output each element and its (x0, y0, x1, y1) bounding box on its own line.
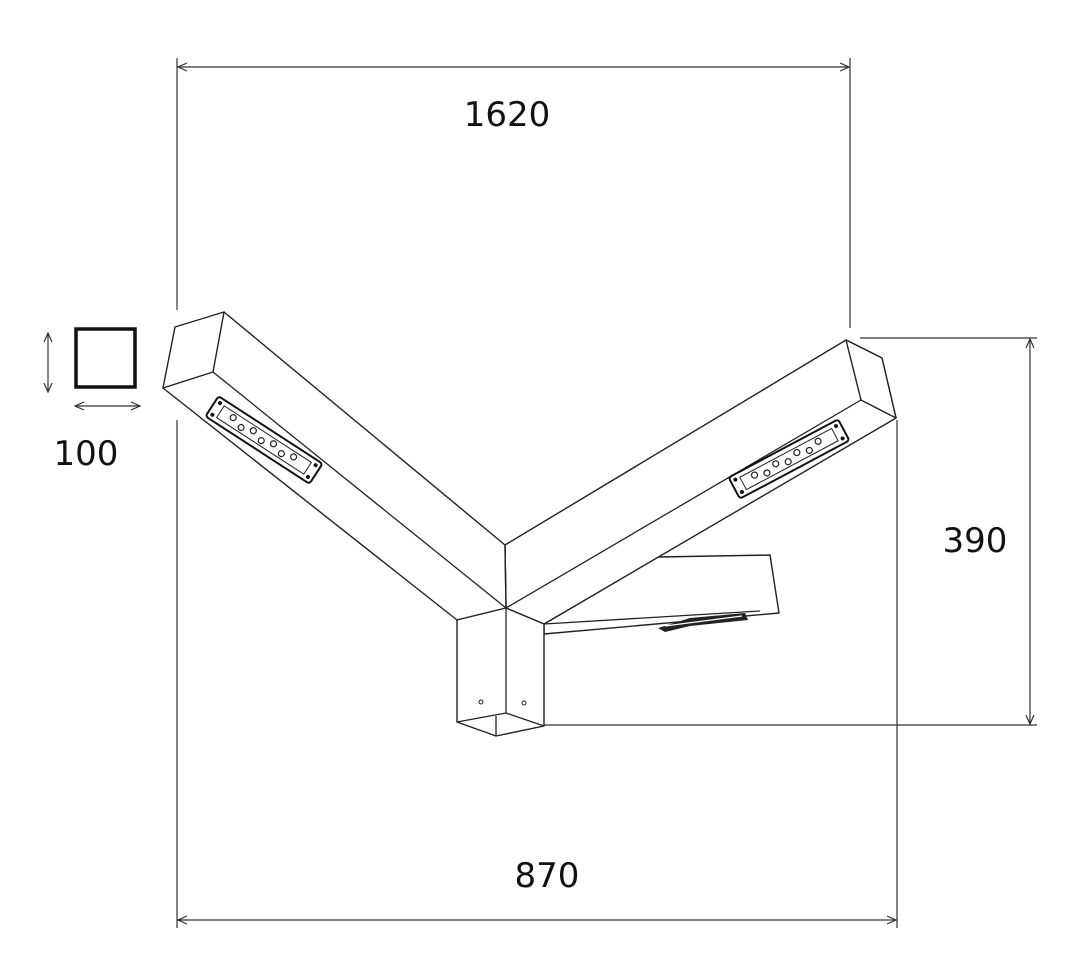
dimension-height: 390 (544, 337, 1037, 726)
dimension-label-870: 870 (515, 856, 580, 896)
led-module-back (658, 613, 748, 632)
dimension-label-390: 390 (943, 521, 1008, 561)
central-post (456, 544, 545, 737)
right-arm (504, 339, 897, 625)
profile-section: 100 (48, 327, 140, 474)
screw-hole-icon (521, 700, 527, 706)
dimension-base-width: 870 (176, 420, 898, 928)
dimension-label-100: 100 (54, 434, 119, 474)
led-module-left (205, 396, 323, 484)
back-arm (543, 554, 780, 635)
led-module-right (728, 419, 850, 499)
screw-hole-icon (478, 699, 484, 705)
dimension-overall-width: 1620 (176, 58, 851, 328)
left-arm (162, 311, 507, 621)
dimension-label-1620: 1620 (464, 95, 551, 135)
